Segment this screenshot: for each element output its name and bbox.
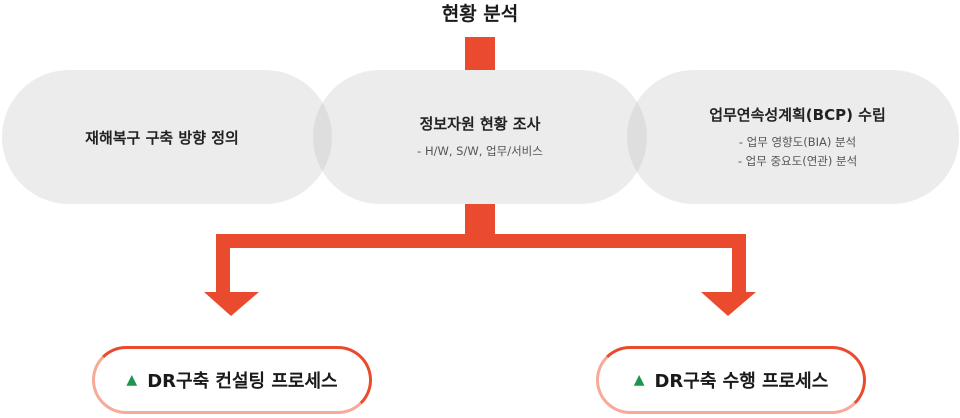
- step-2-title: 정보자원 현황 조사: [419, 115, 541, 133]
- bottom-connector: [465, 204, 495, 234]
- pill-step-3: [627, 70, 959, 204]
- pill-step-2: [313, 70, 647, 204]
- branch-bar: [216, 234, 746, 248]
- step-2-details: - H/W, S/W, 업무/서비스: [417, 142, 543, 161]
- triangle-right-icon: ▲: [633, 372, 645, 388]
- outcome-consulting-label: DR구축 컨설팅 프로세스: [147, 371, 338, 392]
- step-1-title: 재해복구 구축 방향 정의: [85, 128, 239, 147]
- step-3-detail: - 업무 중요도(연관) 분석: [737, 153, 858, 168]
- step-1-text: 재해복구 구축 방향 정의: [2, 70, 322, 204]
- triangle-right-icon: ▲: [126, 372, 138, 388]
- arrowhead-left: [204, 292, 259, 316]
- arrowhead-right: [701, 292, 756, 316]
- step-2-detail: - H/W, S/W, 업무/서비스: [417, 144, 543, 158]
- step-3-detail: - 업무 영향도(BIA) 분석: [738, 134, 857, 149]
- pill-step-1: [2, 70, 332, 204]
- step-3-title: 업무연속성계획(BCP) 수립: [709, 105, 886, 124]
- step-2-text: 정보자원 현황 조사 - H/W, S/W, 업무/서비스: [325, 70, 635, 204]
- top-connector: [465, 37, 495, 70]
- branch-left-stem: [216, 234, 230, 294]
- branch-right-stem: [732, 234, 746, 294]
- diagram-title: 현황 분석: [441, 3, 519, 25]
- step-3-text: 업무연속성계획(BCP) 수립 - 업무 영향도(BIA) 분석 - 업무 중요…: [640, 70, 955, 204]
- outcome-execution-label: DR구축 수행 프로세스: [654, 371, 829, 392]
- outcome-execution-button[interactable]: ▲ DR구축 수행 프로세스: [596, 346, 866, 414]
- outcome-consulting-button[interactable]: ▲ DR구축 컨설팅 프로세스: [92, 346, 372, 414]
- step-3-details: - 업무 영향도(BIA) 분석 - 업무 중요도(연관) 분석: [738, 133, 857, 171]
